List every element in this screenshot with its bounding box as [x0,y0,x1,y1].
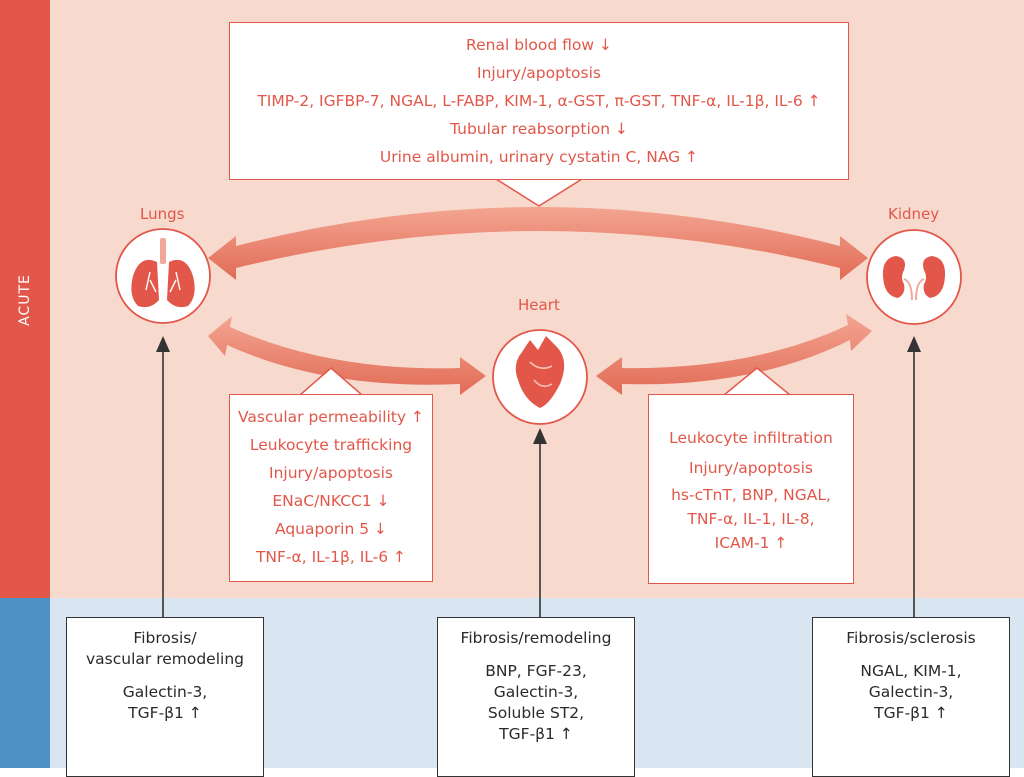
kidney-arrowhead [907,336,921,352]
kidney-chronic-marker: Galectin-3, [868,683,954,701]
lung-heart-mechanisms-box: Vascular permeability ↑ Leukocyte traffi… [229,394,433,582]
kidney-circle [866,229,962,325]
heart-chronic-marker: Soluble ST2, [487,704,585,722]
lungs-heart-arrow [208,316,486,395]
left-box-line: ENaC/NKCC1 ↓ [272,492,390,510]
heart-kidney-mechanisms-box: Leukocyte infiltration Injury/apoptosis … [648,394,854,584]
heart-label: Heart [518,296,560,314]
lung-kidney-mechanisms-box: Renal blood flow ↓ Injury/apoptosis TIMP… [229,22,849,180]
lungs-kidney-arrow [208,207,868,280]
top-box-line: Tubular reabsorption ↓ [450,120,628,138]
left-box-line: Vascular permeability ↑ [238,408,424,426]
heart-chronic-box: Fibrosis/remodeling BNP, FGF-23, Galecti… [437,617,635,777]
top-box-line: Urine albumin, urinary cystatin C, NAG ↑ [379,148,699,166]
heart-chronic-marker: BNP, FGF-23, [485,662,587,680]
left-box-line: TNF-α, IL-1β, IL-6 ↑ [255,548,407,566]
right-box-line: ICAM-1 ↑ [714,534,788,552]
lungs-icon [131,238,195,308]
top-box-line: Injury/apoptosis [477,64,601,82]
heart-chronic-marker: Galectin-3, [493,683,579,701]
lungs-chronic-title: vascular remodeling [86,650,244,668]
kidney-chronic-title: Fibrosis/sclerosis [846,629,976,647]
right-box-line: Leukocyte infiltration [669,429,833,447]
right-box-line: TNF-α, IL-1, IL-8, [687,510,815,528]
heart-chronic-title: Fibrosis/remodeling [460,629,612,647]
top-box-line: TIMP-2, IGFBP-7, NGAL, L-FABP, KIM-1, α-… [257,92,821,110]
kidney-label: Kidney [888,205,940,223]
lungs-chronic-title: Fibrosis/ [133,629,197,647]
right-box-line: hs-cTnT, BNP, NGAL, [671,486,831,504]
heart-icon [515,336,565,408]
lungs-arrowhead [156,336,170,352]
lungs-chronic-marker: Galectin-3, [122,683,208,701]
top-callout-tail [493,178,585,207]
lungs-label: Lungs [140,205,185,223]
kidney-icon [882,256,946,301]
left-box-line: Injury/apoptosis [269,464,393,482]
kidney-chronic-box: Fibrosis/sclerosis NGAL, KIM-1, Galectin… [812,617,1010,777]
heart-kidney-arrow [596,314,872,395]
left-box-line: Aquaporin 5 ↓ [274,520,388,538]
kidney-chronic-marker: NGAL, KIM-1, [860,662,962,680]
lungs-chronic-marker: TGF-β1 ↑ [128,704,202,722]
kidney-chronic-marker: TGF-β1 ↑ [874,704,948,722]
left-box-line: Leukocyte trafficking [249,436,413,454]
heart-arrowhead [533,428,547,444]
top-box-line: Renal blood flow ↓ [466,36,612,54]
lungs-chronic-box: Fibrosis/ vascular remodeling Galectin-3… [66,617,264,777]
heart-chronic-marker: TGF-β1 ↑ [499,725,573,743]
acute-sidebar: ACUTE [0,0,50,598]
chronic-sidebar [0,598,50,768]
right-box-line: Injury/apoptosis [689,459,813,477]
